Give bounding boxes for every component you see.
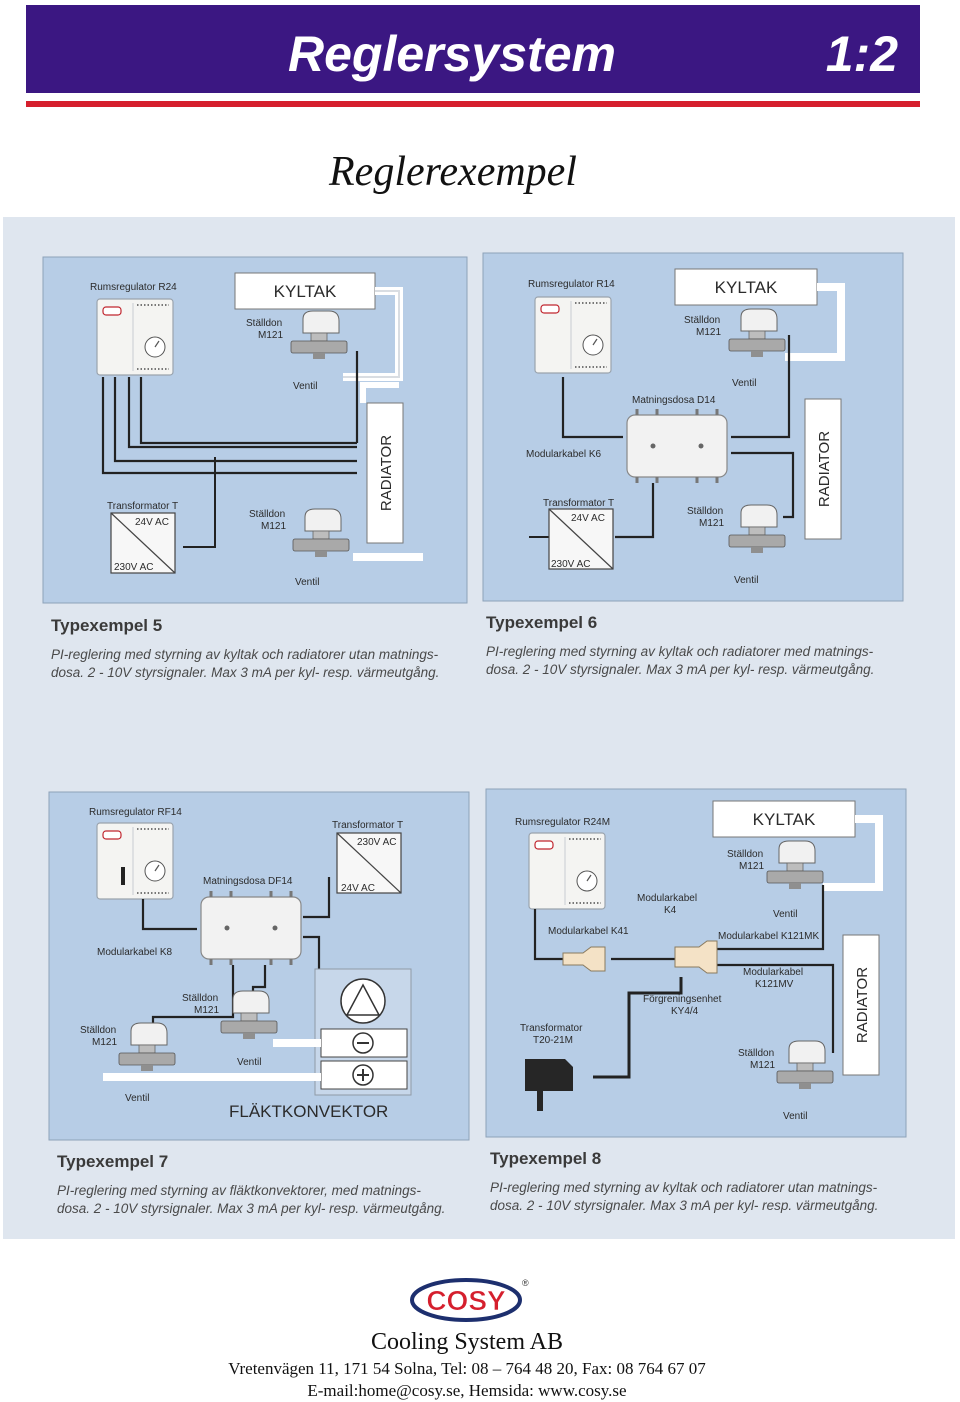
ex6-radiator-label: RADIATOR [816, 431, 833, 507]
page-title: Reglersystem [288, 26, 616, 82]
ex5-actuator-top-model: M121 [258, 330, 283, 341]
ex5-actuator-top-label: Ställdon [246, 318, 282, 329]
ex8-valve-top-label: Ventil [773, 909, 797, 920]
ex7-valve-a-label: Ventil [237, 1057, 261, 1068]
ex6-actuator-top-model: M121 [696, 327, 721, 338]
ex8-transformer-label: Transformator [520, 1023, 583, 1034]
company-contact: E-mail:home@cosy.se, Hemsida: www.cosy.s… [307, 1381, 627, 1400]
ex6-transformer-label: Transformator T [543, 498, 614, 509]
ex6-junction-label: Matningsdosa D14 [632, 395, 716, 406]
ex7-actuator-a-model: M121 [194, 1005, 219, 1016]
ex5-24v-label: 24V AC [135, 517, 169, 528]
ex5-regulator-label: Rumsregulator R24 [90, 282, 177, 293]
ex8-splitter-label: Förgreningsenhet [643, 994, 722, 1005]
header-divider [26, 101, 920, 107]
ex8-actuator-bottom-label: Ställdon [738, 1048, 774, 1059]
ex5-actuator-bottom-model: M121 [261, 521, 286, 532]
ex5-valve-top-label: Ventil [293, 381, 317, 392]
ex5-transformer-label: Transformator T [107, 501, 178, 512]
ex6-actuator-top-label: Ställdon [684, 315, 720, 326]
ex6-actuator-bottom-model: M121 [699, 518, 724, 529]
ex8-caption-line1: PI-reglering med styrning av kyltak och … [490, 1180, 878, 1195]
company-name: Cooling System AB [370, 1329, 564, 1355]
ex6-cable-label: Modularkabel K6 [526, 449, 601, 460]
ex8-title: Typexempel 8 [490, 1149, 601, 1168]
ex8-cable-k121mk-label: Modularkabel K121MK [718, 931, 819, 942]
ex6-title: Typexempel 6 [486, 613, 597, 632]
ex8-actuator-bottom-model: M121 [750, 1060, 775, 1071]
section-subtitle: Reglerexempel [329, 149, 577, 195]
page-number: 1:2 [825, 26, 898, 82]
ex8-radiator-label: RADIATOR [854, 967, 871, 1043]
ex7-caption-line1: PI-reglering med styrning av fläktkonvek… [57, 1183, 421, 1198]
ex8-cooling-label: KYLTAK [753, 810, 816, 829]
ex8-caption-line2: dosa. 2 - 10V styrsignaler. Max 3 mA per… [490, 1198, 878, 1213]
example-7-diagram: Rumsregulator RF14 Transformator T 230V … [48, 791, 470, 1141]
ex7-actuator-b-model: M121 [92, 1037, 117, 1048]
ex8-valve-bottom-label: Ventil [783, 1111, 807, 1122]
ex7-regulator-label: Rumsregulator RF14 [89, 807, 182, 818]
ex7-title: Typexempel 7 [57, 1152, 168, 1171]
ex6-24v-label: 24V AC [571, 513, 605, 524]
ex5-caption-line1: PI-reglering med styrning av kyltak och … [51, 647, 439, 662]
ex5-valve-bottom-label: Ventil [295, 577, 319, 588]
ex8-cable-k4-label: Modularkabel [637, 893, 697, 904]
ex8-cable-k121mv-label: Modularkabel [743, 967, 803, 978]
ex7-valve-b-label: Ventil [125, 1093, 149, 1104]
ex6-valve-top-label: Ventil [732, 378, 756, 389]
ex8-cable-k4-model: K4 [664, 905, 677, 916]
ex6-cooling-label: KYLTAK [715, 278, 778, 297]
ex7-actuator-a-label: Ställdon [182, 993, 218, 1004]
ex7-fan-label: FLÄKTKONVEKTOR [229, 1102, 388, 1121]
ex7-230v-label: 230V AC [357, 837, 396, 848]
registered-mark: ® [522, 1278, 529, 1288]
ex5-cooling-label: KYLTAK [274, 282, 337, 301]
ex5-title: Typexempel 5 [51, 616, 162, 635]
ex6-valve-bottom-label: Ventil [734, 575, 758, 586]
header-bar [26, 5, 920, 93]
ex6-regulator-label: Rumsregulator R14 [528, 279, 615, 290]
ex7-cable-label: Modularkabel K8 [97, 947, 172, 958]
ex8-actuator-top-model: M121 [739, 861, 764, 872]
ex6-caption-line2: dosa. 2 - 10V styrsignaler. Max 3 mA per… [486, 662, 874, 677]
example-8-diagram: KYLTAK Rumsregulator R24M Ställdon M121 … [485, 788, 907, 1138]
ex7-caption-line2: dosa. 2 - 10V styrsignaler. Max 3 mA per… [57, 1201, 445, 1216]
ex5-radiator-label: RADIATOR [378, 435, 395, 511]
ex8-actuator-top-label: Ställdon [727, 849, 763, 860]
ex7-24v-label: 24V AC [341, 883, 375, 894]
example-5-diagram: KYLTAK Rumsregulator R24 Ställdon M121 V… [42, 256, 468, 604]
cosy-logo: COSY ® [410, 1278, 529, 1322]
ex5-caption-line2: dosa. 2 - 10V styrsignaler. Max 3 mA per… [51, 665, 439, 680]
ex5-230v-label: 230V AC [114, 562, 153, 573]
ex8-regulator-label: Rumsregulator R24M [515, 817, 610, 828]
ex8-splitter-model: KY4/4 [671, 1006, 699, 1017]
ex7-transformer-label: Transformator T [332, 820, 403, 831]
ex5-actuator-bottom-label: Ställdon [249, 509, 285, 520]
ex6-caption-line1: PI-reglering med styrning av kyltak och … [486, 644, 874, 659]
diagram-sheet: KYLTAK Rumsregulator R24 Ställdon M121 V… [3, 217, 955, 1239]
ex6-actuator-bottom-label: Ställdon [687, 506, 723, 517]
logo-text: COSY [426, 1285, 506, 1316]
ex7-actuator-b-label: Ställdon [80, 1025, 116, 1036]
ex8-cable-k41-label: Modularkabel K41 [548, 926, 629, 937]
ex7-junction-label: Matningsdosa DF14 [203, 876, 293, 887]
ex6-230v-label: 230V AC [551, 559, 590, 570]
ex8-transformer-model: T20-21M [533, 1035, 573, 1046]
example-6-diagram: KYLTAK Rumsregulator R14 Ställdon M121 V… [482, 252, 904, 602]
ex8-cable-k121mv-model: K121MV [755, 979, 794, 990]
company-address: Vretenvägen 11, 171 54 Solna, Tel: 08 – … [228, 1359, 706, 1378]
